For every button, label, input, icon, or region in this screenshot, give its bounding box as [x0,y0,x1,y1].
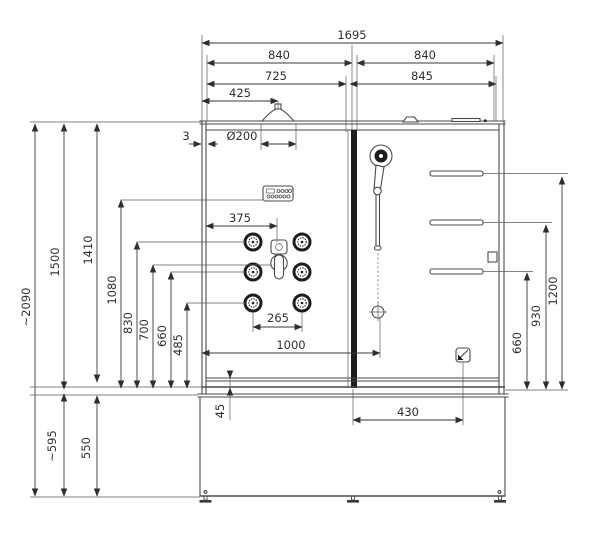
dim-base-height: 550 [79,437,93,459]
shelf-bar-icon [429,268,484,275]
dim-head-diameter: Ø200 [226,129,257,143]
water-connection-icon [369,303,387,321]
body-jet-icon [243,262,263,282]
dimension-lines [31,39,566,497]
body-jet-icon [292,232,312,252]
dimension-labels: 1695 840 840 725 845 425 3 Ø200 375 265 … [19,28,560,462]
dim-connection-offset: 1000 [276,338,305,352]
body-jet-icon [243,232,263,252]
dim-valve-height: 700 [137,319,151,341]
foot-icon [346,496,360,504]
roof-vent-icon [451,117,487,123]
body-jet-icon [292,293,312,313]
cabin-structure [197,120,509,504]
dim-shelf-top-height: 1200 [546,276,560,305]
dim-jet-row-top-height: 830 [121,312,135,334]
dim-base-overall-height: ~595 [45,430,59,462]
body-jet-icon [243,293,263,313]
dim-valve-offset: 375 [229,211,251,225]
hand-shower-icon [369,144,393,303]
dim-panel-height: 1080 [105,275,119,304]
dim-head-offset: 425 [229,86,251,100]
fixtures [243,103,498,363]
dim-cabin-height: 1500 [48,247,62,276]
steam-outlet-icon [401,116,420,123]
foot-icon [199,496,212,504]
shelf-bar-icon [429,219,484,226]
dim-shelf-bottom-height: 660 [510,332,524,354]
dim-left-inner-width: 725 [265,69,287,83]
dim-shelf-mid-height: 930 [529,305,543,327]
shelf-bar-icon [429,170,484,177]
dim-glass-thickness: 3 [182,129,189,143]
drain-box-icon [455,347,471,363]
dim-jet-spacing: 265 [267,311,289,325]
dim-drain-offset: 430 [397,405,419,419]
soap-dish-icon [487,251,498,263]
dim-overall-width: 1695 [337,28,366,42]
center-partition [351,130,357,388]
dim-right-section-width: 840 [414,48,436,62]
dim-jet-row-bottom-height: 485 [171,334,185,356]
dim-left-section-width: 840 [268,48,290,62]
mixer-valve-icon [270,239,288,280]
dim-floor-step: 45 [213,404,227,419]
dim-door-height: 1410 [81,235,95,264]
dim-jet-row-mid-height: 660 [155,325,169,347]
foot-icon [493,496,507,504]
body-jet-icon [292,262,312,282]
control-panel-icon [262,185,294,202]
dim-right-inner-width: 845 [411,69,433,83]
dim-overall-height: ~2090 [19,288,33,327]
